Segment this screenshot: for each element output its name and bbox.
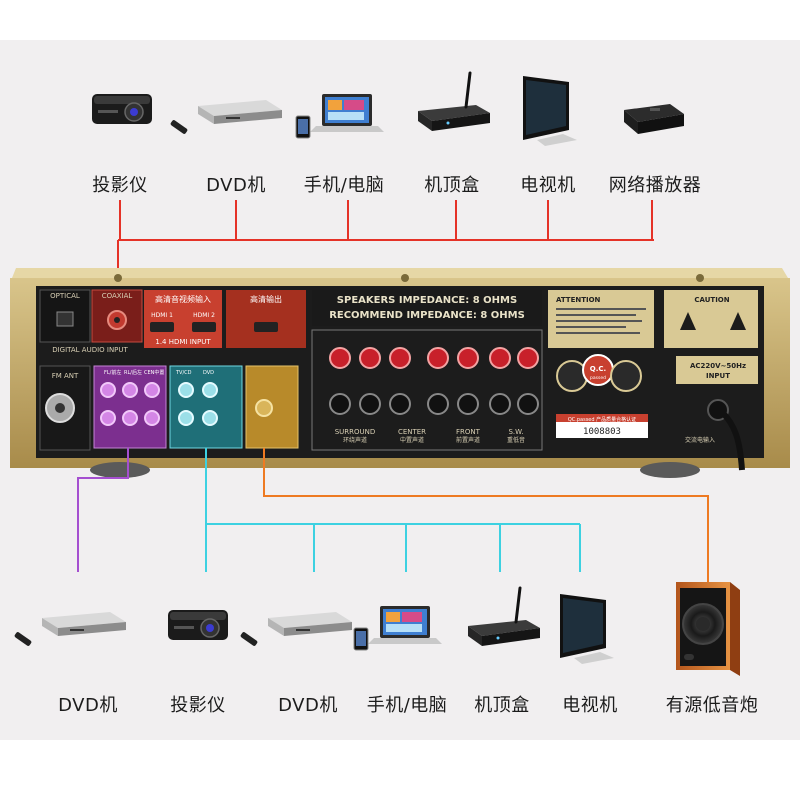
channel-front: FRONT — [456, 428, 481, 436]
terminal-negative — [457, 393, 479, 415]
bottom-label-phone-pc: 手机/电脑 — [366, 695, 448, 716]
bottom-label-tv: 电视机 — [562, 695, 618, 716]
top-label-phone-pc: 手机/电脑 — [303, 175, 385, 196]
av-label-fl: FL/前左 — [104, 369, 121, 376]
speaker-terminals — [329, 347, 539, 415]
bottom-tv-icon — [560, 594, 614, 664]
channel-labels: SURROUND CENTER FRONT S.W. 环绕声道 中置声道 前置声… — [335, 428, 525, 444]
bottom-label-projector: 投影仪 — [170, 695, 226, 716]
terminal-positive — [427, 347, 449, 369]
bottom-laptop-phone-icon — [353, 605, 443, 651]
coaxial-label: COAXIAL — [102, 292, 133, 300]
terminal-positive — [329, 347, 351, 369]
bottom-label-dvd-2: DVD机 — [278, 695, 338, 716]
terminal-positive — [359, 347, 381, 369]
qc-passed: passed — [590, 375, 606, 381]
power-input-label: INPUT — [706, 372, 730, 380]
top-laptop-phone-icon — [295, 93, 385, 139]
recommend-impedance: RECOMMEND IMPEDANCE: 8 OHMS — [329, 310, 525, 321]
digital-audio-input-label: DIGITAL AUDIO INPUT — [52, 346, 128, 354]
serial-number: 1008803 — [583, 427, 621, 437]
top-label-set-top-box: 机顶盒 — [424, 175, 480, 196]
channel-surround: SURROUND — [335, 428, 376, 436]
caution-label: CAUTION — [694, 296, 729, 304]
terminal-negative — [389, 393, 411, 415]
terminal-negative — [359, 393, 381, 415]
top-projector-icon — [91, 93, 153, 125]
terminal-positive — [489, 347, 511, 369]
bottom-subwoofer-icon — [675, 581, 741, 677]
amplifier-rear-panel: OPTICAL COAXIAL DIGITAL AUDIO INPUT 高清音视… — [10, 268, 790, 478]
qc-badge: Q.C. — [590, 365, 606, 373]
terminal-negative — [517, 393, 539, 415]
top-label-tv: 电视机 — [520, 175, 576, 196]
av-label-rl: RL/后左 — [124, 369, 142, 376]
av-label-dvd: DVD — [203, 370, 214, 376]
cyan-av-jacks — [178, 382, 218, 426]
bottom-dvd-player-icon-1 — [13, 612, 126, 647]
top-label-network-player: 网络播放器 — [608, 175, 702, 196]
hdmi-2-label: HDMI 2 — [193, 312, 215, 319]
bottom-projector-icon — [167, 609, 229, 641]
channel-center: CENTER — [398, 428, 426, 436]
channel-sw-cn: 重低音 — [507, 436, 525, 444]
red-connection-lines — [117, 200, 654, 280]
channel-front-cn: 前置声道 — [456, 436, 480, 444]
terminal-negative — [489, 393, 511, 415]
terminal-negative — [329, 393, 351, 415]
hdmi-input-label: 1.4 HDMI INPUT — [155, 338, 211, 346]
av-label-tvcd: TV/CD — [175, 370, 192, 376]
optical-label: OPTICAL — [50, 292, 80, 300]
ac-input-label: 交流电输入 — [685, 436, 715, 444]
av-label-cen: CEN中置 — [144, 369, 164, 376]
purple-connection-line — [77, 448, 129, 572]
speakers-impedance: SPEAKERS IMPEDANCE: 8 OHMS — [337, 295, 517, 306]
terminal-positive — [517, 347, 539, 369]
terminal-negative — [427, 393, 449, 415]
channel-surround-cn: 环绕声道 — [343, 436, 367, 444]
bottom-dvd-player-icon-2 — [239, 612, 352, 647]
hdmi-title: 高清音视频输入 — [155, 294, 211, 304]
attention-label: ATTENTION — [556, 296, 601, 304]
bottom-label-dvd-1: DVD机 — [58, 695, 118, 716]
terminal-positive — [457, 347, 479, 369]
bottom-label-set-top-box: 机顶盒 — [474, 695, 530, 716]
top-label-projector: 投影仪 — [92, 175, 148, 196]
top-tv-icon — [523, 76, 577, 146]
purple-av-jacks — [100, 382, 160, 426]
bottom-set-top-box-icon — [466, 586, 542, 648]
top-label-dvd: DVD机 — [206, 175, 266, 196]
power-label: AC220V~50Hz — [690, 362, 746, 370]
channel-center-cn: 中置声道 — [400, 436, 424, 444]
orange-connection-line — [263, 448, 709, 586]
qc-sticker-title: QC.passed 产品质量合格认证 — [568, 416, 636, 423]
channel-sw: S.W. — [508, 428, 523, 436]
hdmi-output-label: 高清输出 — [250, 294, 282, 304]
cyan-connection-lines — [205, 448, 581, 572]
terminal-positive — [389, 347, 411, 369]
hdmi-1-label: HDMI 1 — [151, 312, 173, 319]
top-network-player-icon — [624, 104, 684, 134]
fm-ant-label: FM ANT — [52, 372, 79, 380]
top-set-top-box-icon — [416, 71, 492, 133]
top-dvd-player-icon — [169, 100, 282, 135]
bottom-label-subwoofer: 有源低音炮 — [665, 695, 759, 716]
